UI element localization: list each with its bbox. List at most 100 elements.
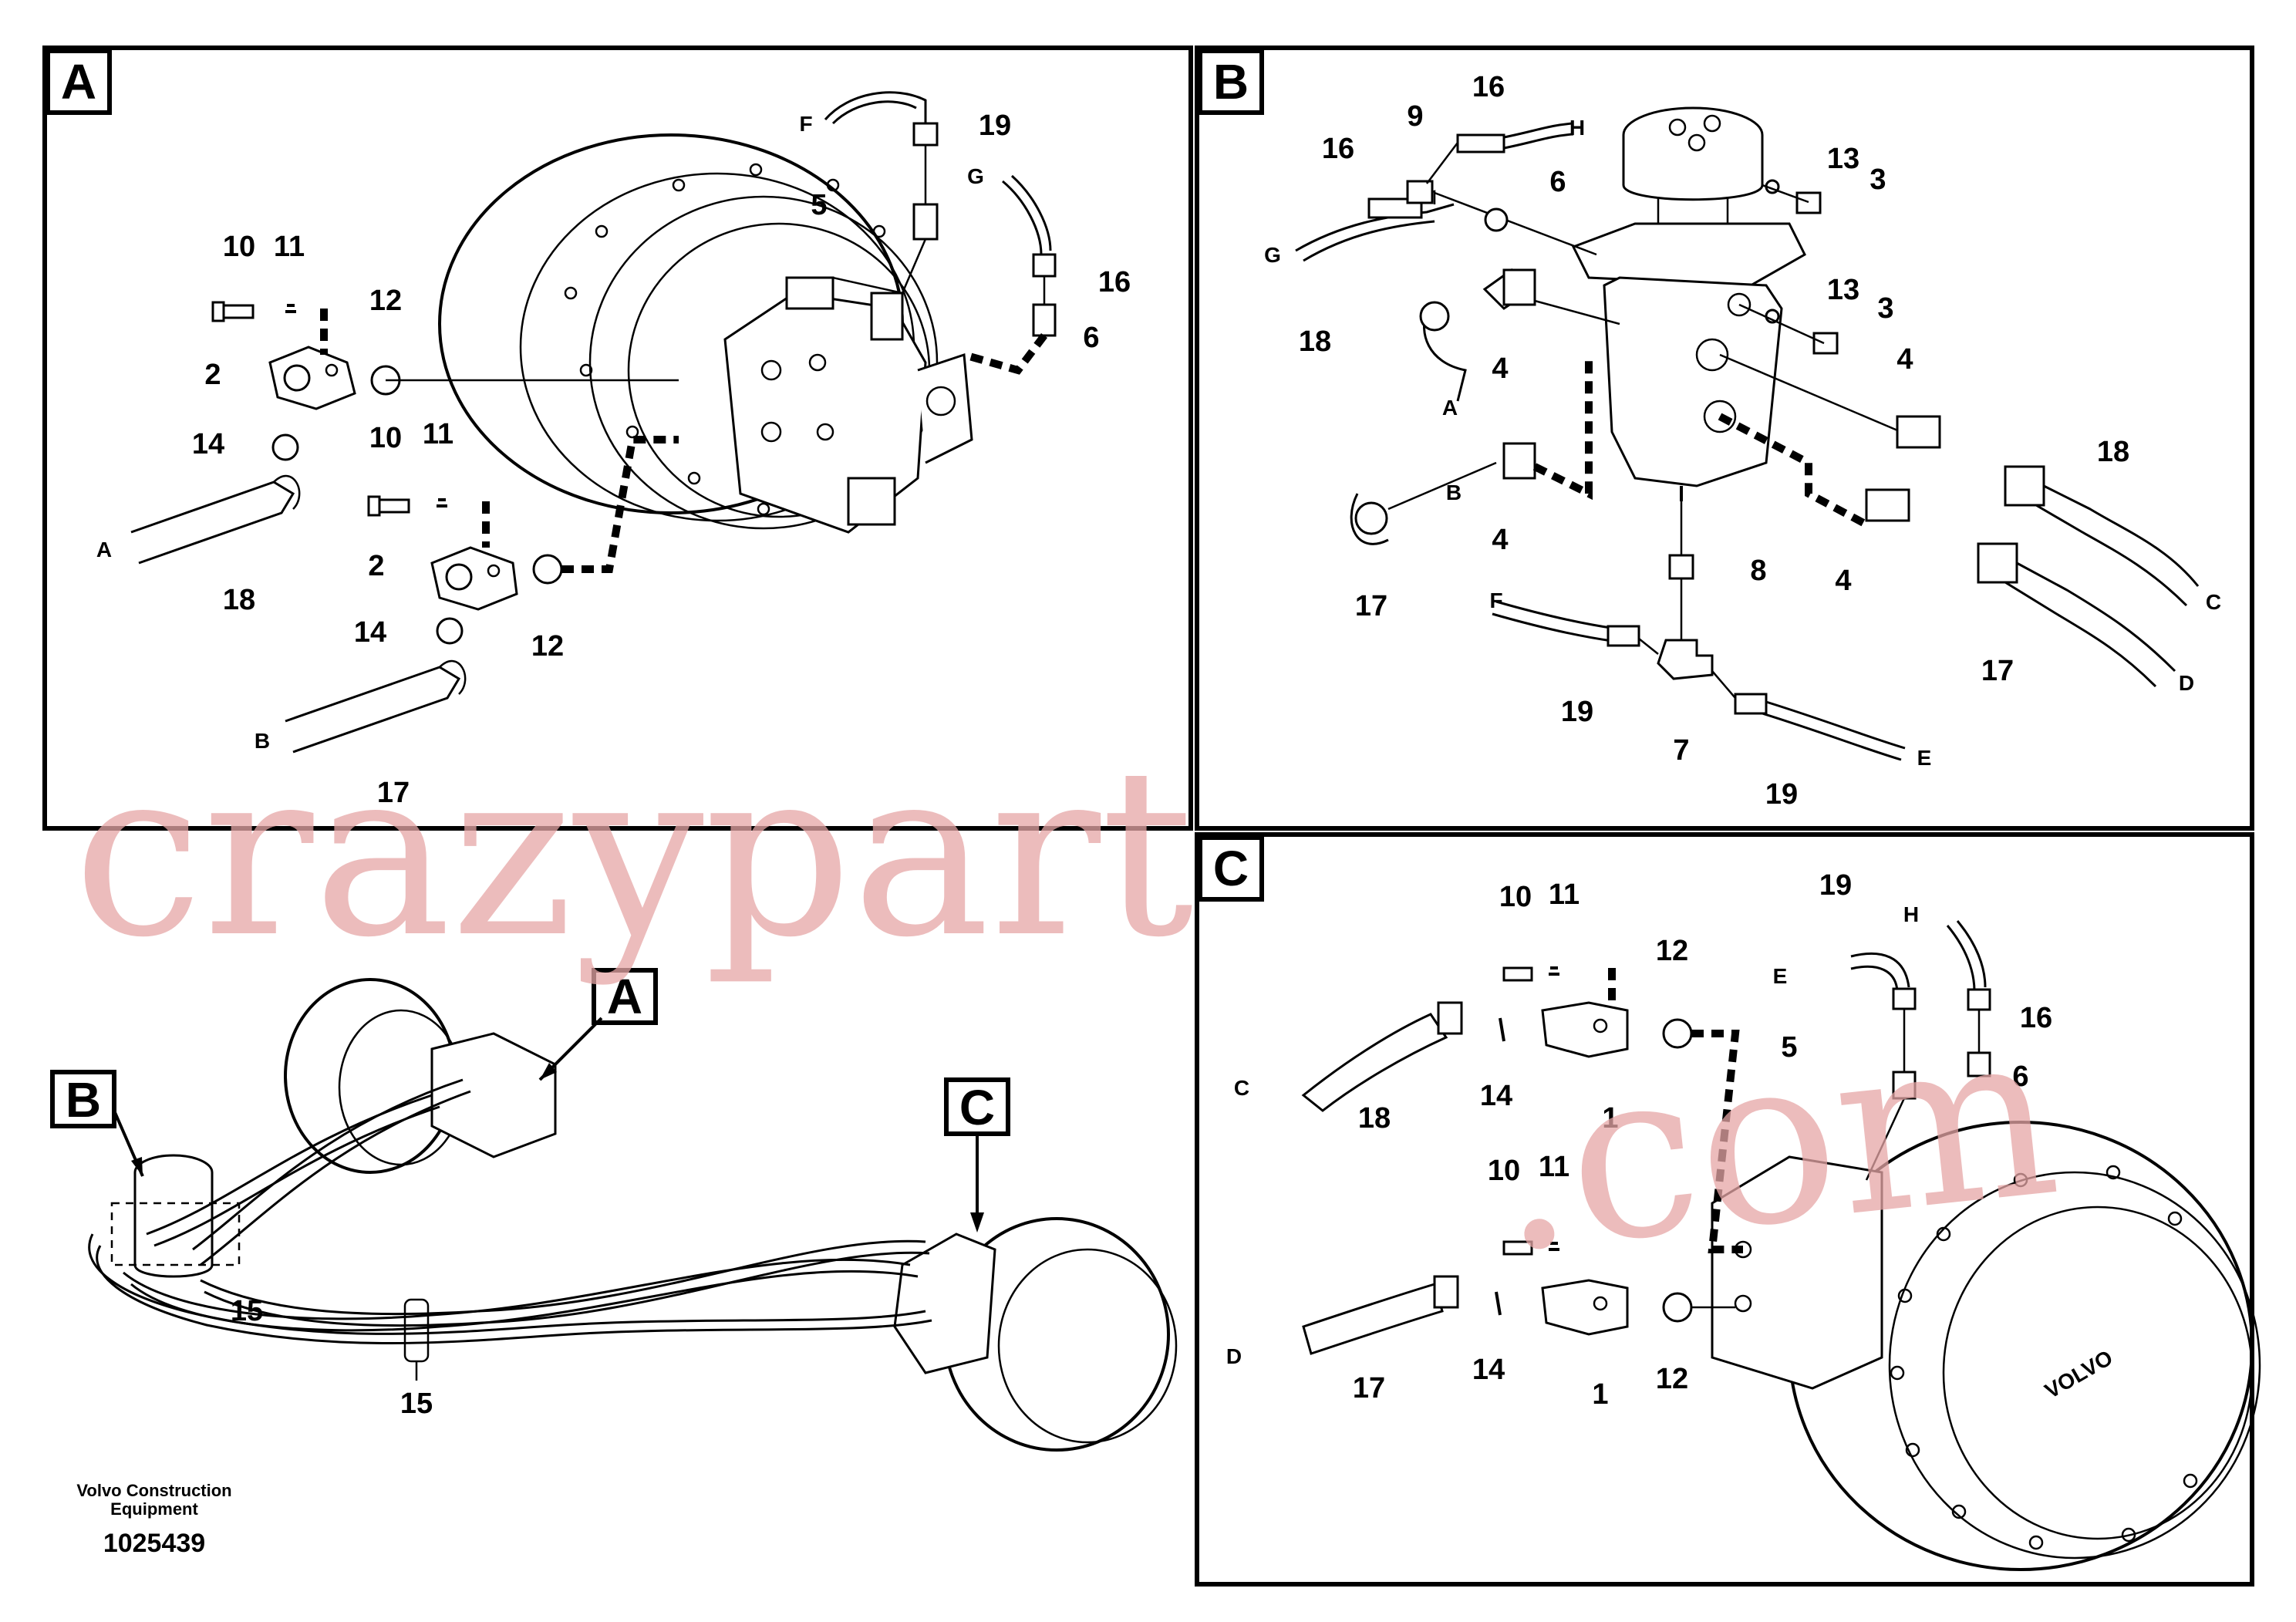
label-18: 18 [1358,1102,1391,1135]
label-5: 5 [1781,1031,1797,1064]
label-1-lower: 1 [1592,1378,1608,1411]
flange-2-lower [430,546,518,611]
tee-7 [1657,639,1714,680]
overview-callout-b: B [50,1070,144,1177]
panel-a-frame [42,46,1193,831]
panel-c-frame [1195,832,2254,1587]
label-4-lower-left: 4 [1492,524,1508,556]
fitting-16-b-top [1456,133,1505,153]
o-ring-12-lower-c [1662,1292,1693,1323]
label-port-b: B [255,729,270,753]
label-6: 6 [1549,166,1566,198]
label-12-lower: 12 [1656,1363,1688,1395]
hose-17-b-left [1350,493,1389,545]
plug-6-b [1484,207,1509,232]
fitting-18-b [1419,301,1450,332]
flange-1-lower [1541,1279,1629,1336]
fitting-6-c [1967,1051,1991,1077]
label-16: 16 [1098,266,1131,298]
overview-callout-a: A [538,968,658,1081]
label-17-right: 17 [1981,655,2014,687]
panel-b-drawing: 16 9 16 6 13 3 13 3 18 4 4 4 18 4 17 8 1… [1264,71,2221,811]
label-port-b: B [1446,481,1462,504]
label-port-g: G [967,164,984,188]
label-port-c: C [2206,590,2221,614]
svg-text:B: B [66,1072,101,1128]
fitting-8 [1668,554,1694,580]
svg-text:C: C [1213,841,1249,896]
label-11: 11 [274,231,305,263]
hose-e-c [1850,952,1910,988]
label-18-left: 18 [1299,325,1331,358]
overview-callout-c: C [944,1077,1010,1233]
fitting-19-b-left [1607,625,1640,647]
fitting-17-b [1354,501,1388,535]
flange-2-upper [268,346,356,410]
drawing-number: 1025439 [103,1529,205,1558]
label-14-lower: 14 [354,616,386,649]
label-16-left: 16 [1322,133,1354,165]
hose-18-c [1301,1013,1448,1112]
hose-h-b [1503,122,1574,139]
label-19: 19 [979,110,1011,142]
o-ring-14-lower [436,617,464,645]
fitting-6-a [1032,303,1057,337]
plug-3-lower [1812,332,1839,355]
flange-1-upper [1541,1001,1629,1058]
label-4-lower-right: 4 [1835,565,1851,597]
hose-f-b [1495,600,1617,630]
drawing-footer: Volvo Construction Equipment 1025439 [76,1481,231,1558]
label-4-upper-left: 4 [1492,352,1508,385]
bolt-10-upper [211,301,255,322]
bolt-10-upper-c [1502,966,1533,982]
fitting-16-a [1032,253,1057,278]
control-valve-block-a [723,276,973,534]
label-port-a: A [96,538,112,561]
overview-motor-a [284,978,457,1174]
hose-17-b-right [2016,561,2176,673]
washer-11-upper [285,304,296,313]
line-4-to-swivel [1532,355,1593,501]
overview-drawing: A B C 15 15 [50,968,1178,1452]
label-15-bottom: 15 [400,1388,433,1420]
watermark-left: crazypart [73,719,1195,988]
label-5: 5 [811,189,827,221]
label-19-left: 19 [1561,696,1593,728]
label-14: 14 [192,428,224,460]
washer-11-lower-c [1549,1242,1559,1251]
label-port-d: D [2179,671,2194,695]
label-18-right: 18 [2097,436,2129,468]
o-ring-14-upper [271,433,299,461]
svg-text:B: B [1213,54,1249,110]
label-17-left: 17 [1355,590,1387,622]
washer-14-upper [1499,1017,1505,1042]
washer-11-lower [437,498,447,508]
panel-b-frame [1195,46,2254,831]
label-2: 2 [204,359,221,391]
label-18: 18 [223,584,255,616]
label-port-f: F [1489,588,1502,612]
label-17: 17 [377,777,410,809]
fitting-4-lower-left [1502,442,1536,480]
label-port-h: H [1903,902,1919,926]
svg-text:VOLVO: VOLVO [2041,1345,2117,1403]
label-15-left: 15 [231,1295,263,1327]
watermark: crazypart .com [73,719,2068,1304]
label-port-c: C [1234,1076,1249,1100]
line-4-lower-right [1718,413,1869,528]
label-port-f: F [799,112,812,136]
label-16: 16 [2020,1002,2052,1034]
fitting-4-lower-right [1865,488,1910,522]
label-port-e: E [1773,964,1788,988]
label-3-lower: 3 [1877,292,1893,325]
hose-18-a [130,481,295,565]
panel-b-label: B [1198,49,1264,115]
label-7: 7 [1673,734,1689,767]
label-port-g: G [1264,243,1281,267]
label-16-top: 16 [1472,71,1505,103]
label-10-lower: 10 [369,422,402,454]
company-name-line1: Volvo Construction [76,1481,231,1500]
panel-c-label: C [1198,835,1264,902]
label-13-upper: 13 [1827,143,1859,175]
